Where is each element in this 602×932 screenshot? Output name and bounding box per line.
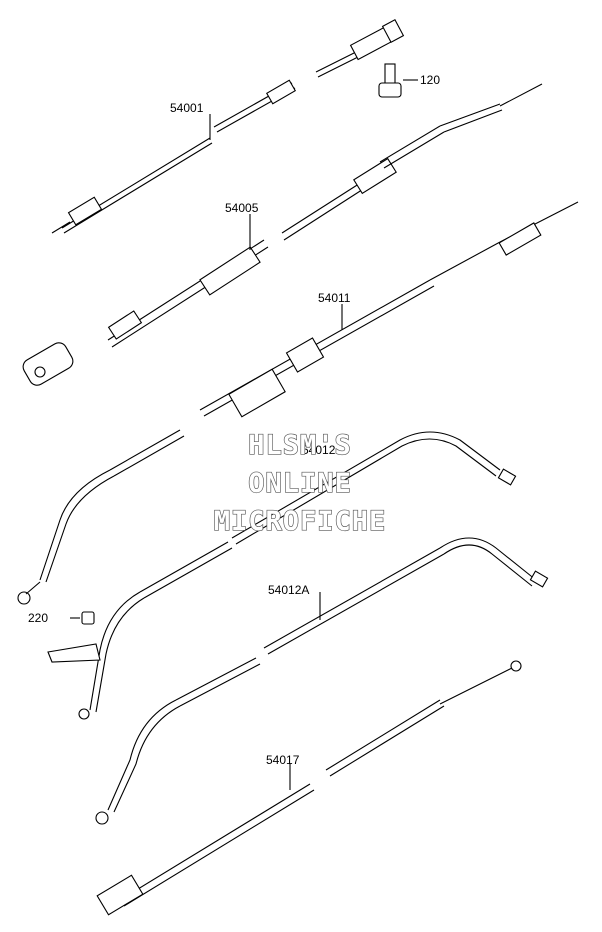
label-54001: 54001 [170, 101, 204, 115]
cable-54012A [95, 537, 549, 825]
label-54011: 54011 [318, 291, 351, 305]
cable-54017 [96, 660, 522, 916]
label-54012: 54012 [302, 443, 336, 457]
label-54012A: 54012A [268, 583, 309, 597]
watermark-line-1: HLSM'S [248, 430, 352, 461]
label-120: 120 [420, 73, 440, 87]
label-220: 220 [28, 611, 48, 625]
leader-lines [209, 114, 343, 790]
watermark-line-3: MICROFICHE [214, 506, 387, 537]
bolt-120 [378, 63, 418, 98]
label-54017: 54017 [266, 753, 300, 767]
cable-54011 [17, 201, 579, 605]
screw-220 [70, 611, 95, 625]
cable-54001 [51, 19, 405, 234]
cable-54005 [22, 83, 543, 386]
watermark-line-2: ONLINE [248, 468, 352, 499]
cable-54012 [47, 431, 517, 720]
label-54005: 54005 [225, 201, 259, 215]
